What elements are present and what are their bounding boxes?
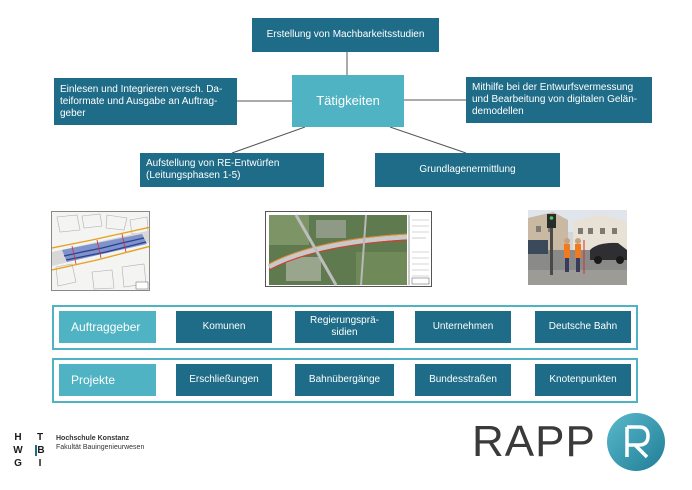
activity-dateiformate: Einlesen und Integrieren versch. Da- tei… — [54, 78, 237, 125]
auftraggeber-label: Auftraggeber — [59, 311, 156, 343]
faculty-name: Fakultät Bauingenieurwesen — [56, 444, 145, 451]
activity-entwurfsvermessung: Mithilfe bei der Entwurfsvermessung und … — [466, 77, 652, 123]
projekte-item-bahnuebergaenge: Bahnübergänge — [295, 364, 394, 396]
htwg-text: Hochschule Konstanz Fakultät Bauingenieu… — [56, 434, 144, 452]
htwg-letter: B — [35, 445, 45, 456]
site-plan-image — [51, 211, 150, 291]
htwg-letter: I — [38, 458, 42, 469]
htwg-letter: W — [13, 445, 23, 456]
activity-grundlagenermittlung: Grundlagenermittlung — [375, 153, 560, 187]
htwg-letter: H — [14, 432, 22, 443]
connector-bottom-left — [231, 126, 306, 154]
center-node-taetigkeiten: Tätigkeiten — [292, 75, 404, 127]
connector-bottom-right — [389, 126, 467, 154]
auftraggeber-item-deutsche-bahn: Deutsche Bahn — [535, 311, 631, 343]
htwg-letter: G — [14, 458, 22, 469]
projekte-item-erschliessungen: Erschließungen — [176, 364, 272, 396]
aerial-plan-image — [265, 211, 432, 287]
rapp-logo-icon — [607, 413, 665, 471]
activity-machbarkeitsstudien: Erstellung von Machbarkeitsstudien — [252, 18, 439, 52]
auftraggeber-item-komunen: Komunen — [176, 311, 272, 343]
activity-re-entwuerfe: Aufstellung von RE-Entwürfen (Leitungsph… — [140, 153, 324, 187]
institution-name: Hochschule Konstanz — [56, 435, 130, 442]
auftraggeber-item-unternehmen: Unternehmen — [415, 311, 511, 343]
rapp-wordmark: RAPP — [472, 417, 596, 466]
projekte-label: Projekte — [59, 364, 156, 396]
projekte-item-knotenpunkten: Knotenpunkten — [535, 364, 631, 396]
htwg-letter: T — [36, 432, 44, 443]
street-photo-image — [528, 210, 627, 285]
projekte-item-bundesstrassen: Bundesstraßen — [415, 364, 511, 396]
auftraggeber-item-regierungspraesidien: Regierungsprä- sidien — [295, 311, 394, 343]
